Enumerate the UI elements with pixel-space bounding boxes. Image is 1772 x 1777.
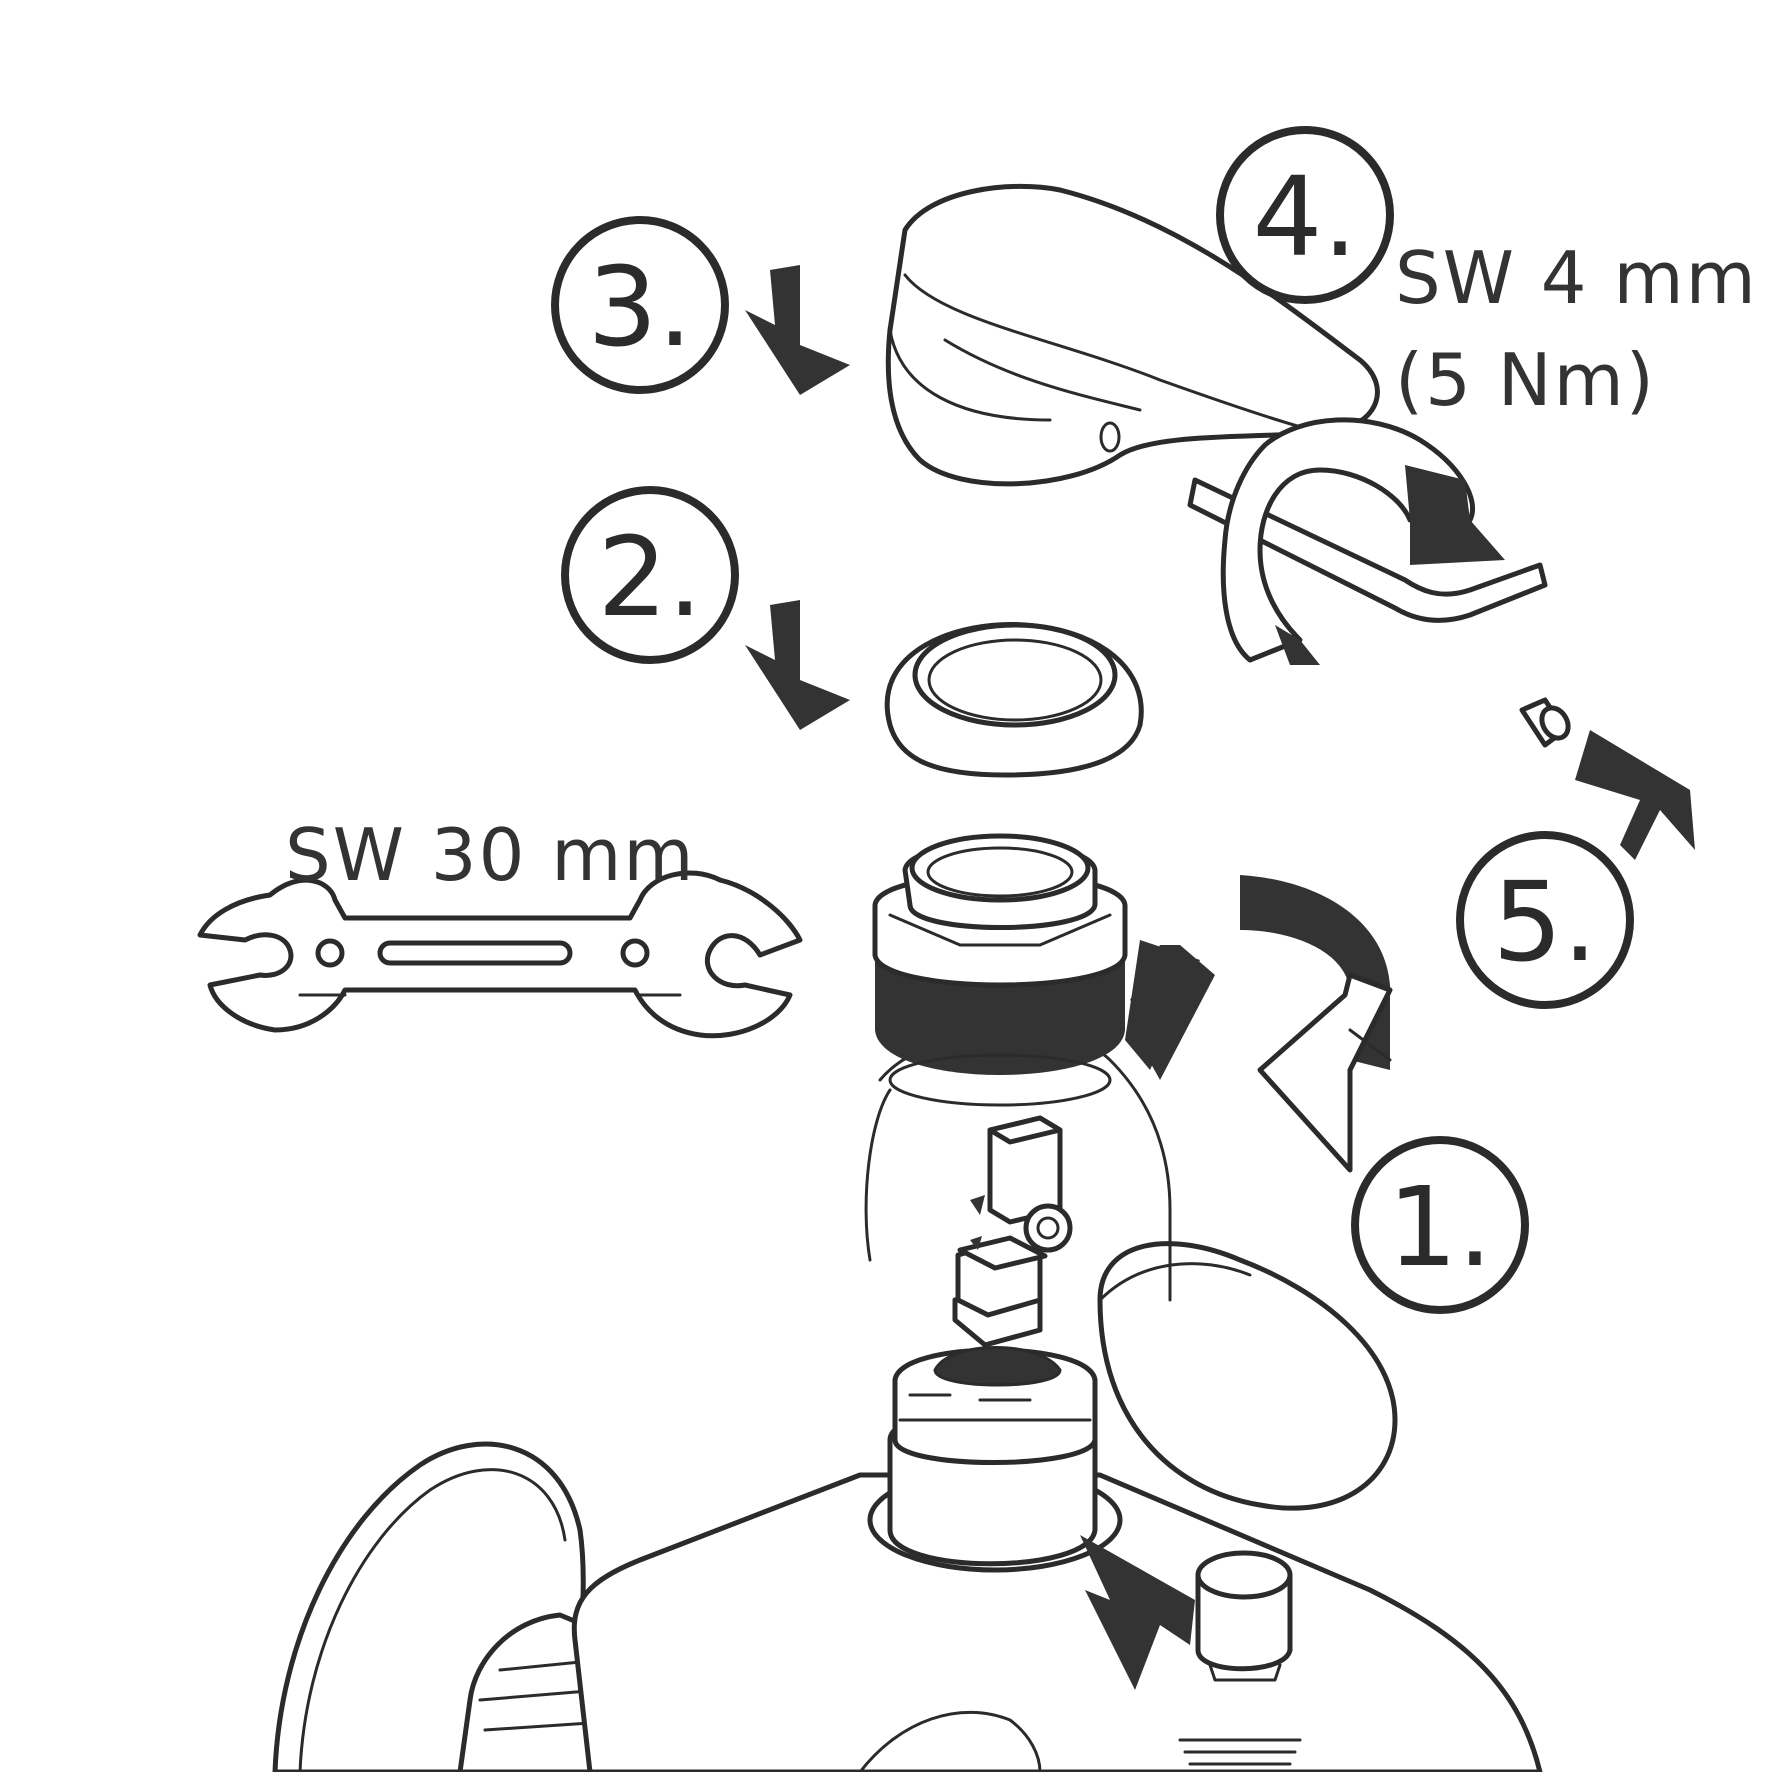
wrench-hole-left	[315, 938, 345, 968]
insert-arrow-icon	[1080, 1535, 1195, 1690]
insert-arrow-icon-step5	[1575, 730, 1695, 860]
step-label-3: 3.	[588, 243, 693, 371]
rotate-arrow-icon-step4	[1220, 417, 1505, 665]
step-marker-3: 3.	[551, 216, 729, 394]
open-end-wrench	[197, 870, 803, 1039]
right-outlet	[1097, 1241, 1398, 1511]
body-block	[571, 1472, 1543, 1775]
down-arrow-icon-step3	[745, 265, 850, 395]
down-arrow-icon-step2	[745, 600, 850, 730]
rotate-arrow-icon	[1240, 875, 1393, 1173]
hex-key-size-label: SW 4 mm	[1395, 236, 1758, 320]
step-marker-1: 1.	[1351, 1136, 1529, 1314]
hex-key	[1187, 477, 1548, 623]
step-label-1: 1.	[1388, 1163, 1493, 1291]
step-label-2: 2.	[598, 513, 703, 641]
step-marker-2: 2.	[561, 486, 739, 664]
sealing-cap	[1195, 1550, 1293, 1682]
step-label-4: 4.	[1253, 153, 1358, 281]
step-marker-5: 5.	[1456, 831, 1634, 1009]
step-marker-4: 4.	[1216, 126, 1394, 304]
wrench-hole-right	[620, 938, 650, 968]
wrench-size-label: SW 30 mm	[285, 813, 696, 897]
valve-body	[272, 1030, 1543, 1775]
torque-label: (5 Nm)	[1395, 338, 1656, 422]
wrench-slot	[377, 940, 573, 966]
cover-ring	[884, 621, 1144, 778]
lock-nut	[872, 833, 1128, 1107]
cartridge	[887, 1115, 1098, 1567]
grub-screw	[1519, 697, 1571, 748]
step-label-5: 5.	[1493, 858, 1598, 986]
